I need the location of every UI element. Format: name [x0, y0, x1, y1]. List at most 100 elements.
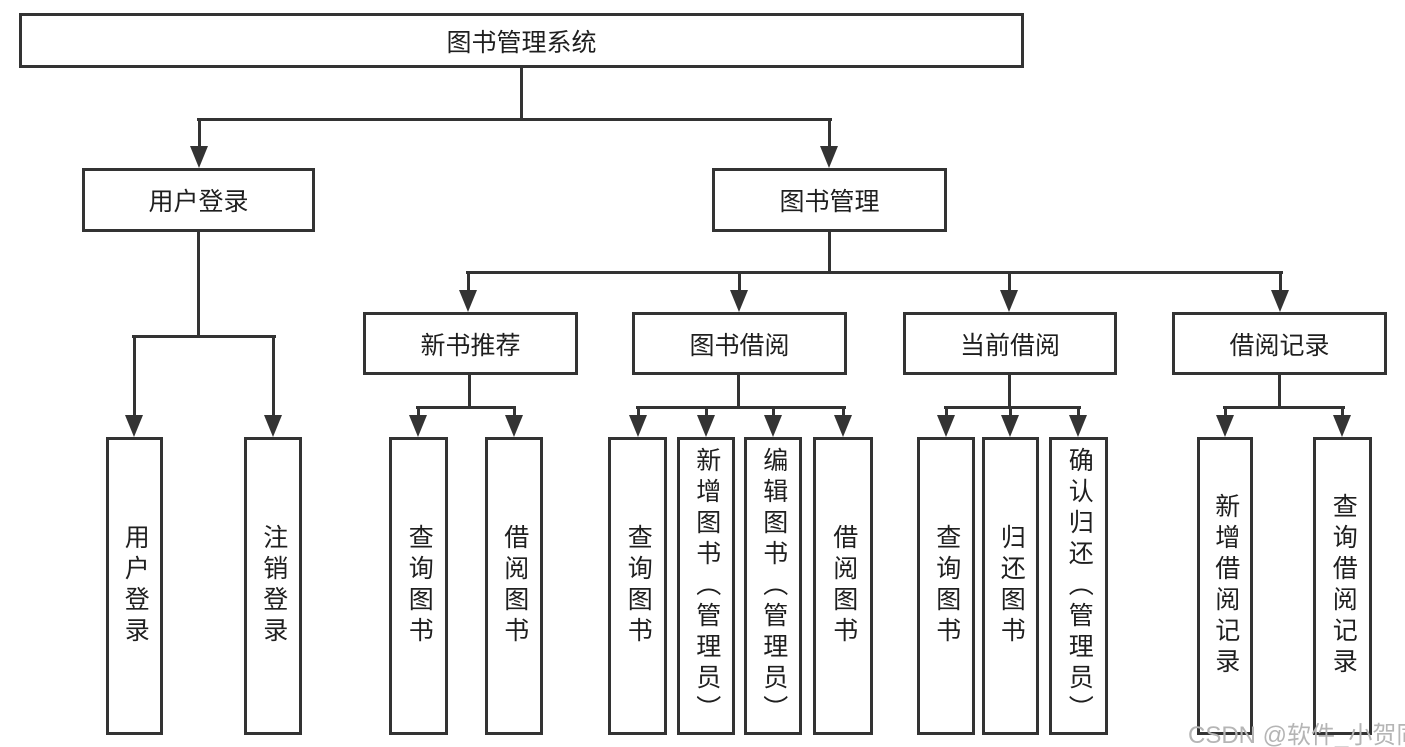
leaf-user-login-box: 用户登录	[106, 437, 163, 735]
leaf-borrow-book-label: 借阅图书	[829, 524, 858, 648]
arrow-stem	[704, 406, 708, 417]
arrow-head-icon	[1001, 415, 1019, 437]
arrow-stem	[841, 406, 845, 417]
leaf-query-borrow-record-box: 查询借阅记录	[1313, 437, 1372, 735]
node-book-borrow-box: 图书借阅	[632, 312, 847, 375]
connector-vline	[520, 68, 523, 121]
arrow-down-icon	[697, 406, 715, 437]
connector-vline	[468, 375, 471, 408]
leaf-user-login-label: 用户登录	[121, 524, 150, 648]
arrow-stem	[944, 406, 948, 417]
arrow-head-icon	[1069, 415, 1087, 437]
arrow-down-icon	[1000, 271, 1018, 312]
arrow-head-icon	[190, 146, 208, 168]
leaf-recommend-borrow-book-label: 借阅图书	[500, 524, 529, 648]
leaf-add-borrow-record-label: 新增借阅记录	[1211, 493, 1240, 679]
connector-hline	[1223, 406, 1345, 409]
arrow-head-icon	[409, 415, 427, 437]
connector-hline	[132, 335, 276, 338]
arrow-head-icon	[1000, 290, 1018, 312]
csdn-watermark: CSDN @软件_小贺同学	[1188, 722, 1405, 747]
arrow-stem	[132, 335, 136, 417]
leaf-current-query-book-label: 查询图书	[932, 524, 961, 648]
connector-hline	[197, 118, 832, 121]
arrow-down-icon	[505, 406, 523, 437]
arrow-stem	[1223, 406, 1227, 417]
node-new-book-recommend-label: 新书推荐	[420, 331, 521, 360]
leaf-recommend-query-book-box: 查询图书	[389, 437, 448, 735]
node-borrow-record-label: 借阅记录	[1229, 331, 1330, 360]
leaf-recommend-borrow-book-box: 借阅图书	[485, 437, 543, 735]
connector-hline	[944, 406, 1081, 409]
node-current-borrow-label: 当前借阅	[959, 331, 1060, 360]
leaf-current-query-book-box: 查询图书	[917, 437, 975, 735]
node-user-login-box: 用户登录	[82, 168, 315, 232]
arrow-down-icon	[1333, 406, 1351, 437]
node-user-login-label: 用户登录	[148, 188, 249, 216]
arrow-stem	[1076, 406, 1080, 417]
arrow-stem	[737, 271, 741, 292]
connector-vline	[737, 375, 740, 408]
arrow-down-icon	[937, 406, 955, 437]
arrow-down-icon	[125, 335, 143, 437]
arrow-stem	[636, 406, 640, 417]
leaf-edit-book-admin-label: 编辑图书（管理员）	[759, 446, 788, 726]
arrow-down-icon	[820, 118, 838, 168]
arrow-head-icon	[764, 415, 782, 437]
arrow-head-icon	[697, 415, 715, 437]
node-new-book-recommend-box: 新书推荐	[363, 312, 578, 375]
node-borrow-record-box: 借阅记录	[1172, 312, 1387, 375]
arrow-stem	[416, 406, 420, 417]
leaf-add-book-admin-label: 新增图书（管理员）	[692, 446, 721, 726]
leaf-query-borrow-record-label: 查询借阅记录	[1329, 493, 1358, 679]
arrow-stem	[197, 118, 201, 148]
connector-vline	[1278, 375, 1281, 408]
arrow-stem	[1007, 271, 1011, 292]
leaf-add-borrow-record-box: 新增借阅记录	[1197, 437, 1253, 735]
node-current-borrow-box: 当前借阅	[903, 312, 1117, 375]
leaf-edit-book-admin-box: 编辑图书（管理员）	[744, 437, 802, 735]
connector-vline	[828, 232, 831, 273]
arrow-down-icon	[1001, 406, 1019, 437]
arrow-stem	[466, 271, 470, 292]
arrow-head-icon	[834, 415, 852, 437]
arrow-down-icon	[730, 271, 748, 312]
arrow-head-icon	[264, 415, 282, 437]
node-book-management-label: 图书管理	[779, 188, 880, 216]
connector-hline	[466, 271, 1283, 274]
arrow-down-icon	[1069, 406, 1087, 437]
connector-vline	[1008, 375, 1011, 408]
arrow-head-icon	[937, 415, 955, 437]
arrow-down-icon	[834, 406, 852, 437]
leaf-logout-label: 注销登录	[259, 524, 288, 648]
arrow-stem	[271, 335, 275, 417]
node-system-root-label: 图书管理系统	[446, 28, 597, 57]
arrow-stem	[512, 406, 516, 417]
arrow-down-icon	[629, 406, 647, 437]
arrow-down-icon	[264, 335, 282, 437]
leaf-return-book-label: 归还图书	[997, 524, 1026, 648]
arrow-stem	[1008, 406, 1012, 417]
leaf-borrow-query-book-box: 查询图书	[608, 437, 667, 735]
node-book-management-box: 图书管理	[712, 168, 947, 232]
arrow-head-icon	[1333, 415, 1351, 437]
node-book-borrow-label: 图书借阅	[689, 331, 790, 360]
leaf-logout-box: 注销登录	[244, 437, 302, 735]
arrow-down-icon	[764, 406, 782, 437]
arrow-head-icon	[125, 415, 143, 437]
arrow-down-icon	[1271, 271, 1289, 312]
arrow-head-icon	[730, 290, 748, 312]
leaf-return-book-box: 归还图书	[982, 437, 1039, 735]
arrow-head-icon	[820, 146, 838, 168]
arrow-down-icon	[459, 271, 477, 312]
arrow-head-icon	[505, 415, 523, 437]
leaf-borrow-query-book-label: 查询图书	[624, 524, 653, 648]
arrow-head-icon	[1271, 290, 1289, 312]
arrow-head-icon	[1216, 415, 1234, 437]
arrow-down-icon	[409, 406, 427, 437]
leaf-confirm-return-admin-label: 确认归还（管理员）	[1065, 446, 1094, 726]
leaf-add-book-admin-box: 新增图书（管理员）	[677, 437, 735, 735]
leaf-recommend-query-book-label: 查询图书	[405, 524, 434, 648]
arrow-down-icon	[1216, 406, 1234, 437]
